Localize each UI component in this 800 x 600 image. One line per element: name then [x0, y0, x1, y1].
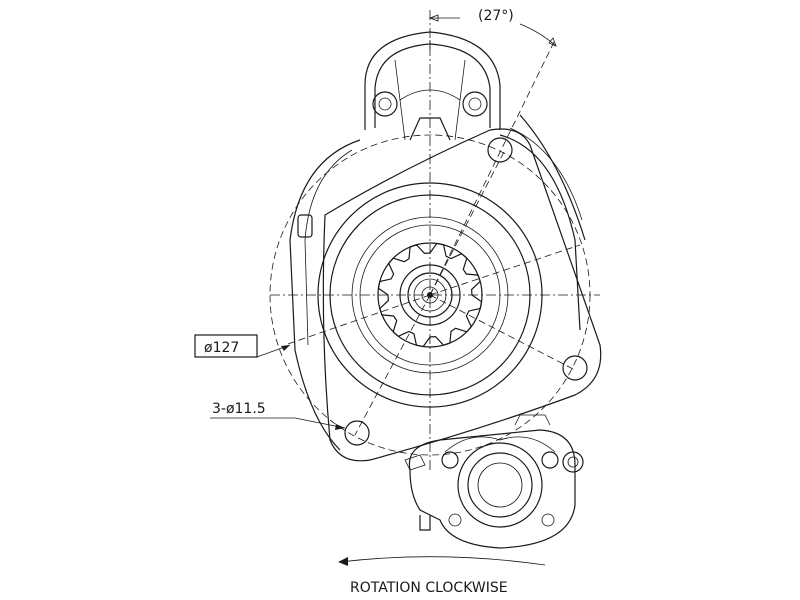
hole-dimension: 3-ø11.5: [210, 401, 346, 430]
diameter-dimension: ø127: [194, 334, 291, 358]
pitch-circle: [269, 134, 591, 456]
rotation-indicator: ROTATION CLOCKWISE: [338, 556, 546, 596]
bearing-rings: [317, 182, 543, 408]
diameter-label-box: [194, 334, 258, 358]
angle-line-27: [429, 39, 556, 296]
mount-hole-right: [562, 355, 588, 381]
bottom-terminal: [404, 414, 584, 549]
terminal-housing: [364, 31, 501, 141]
hole-label: 3-ø11.5: [212, 401, 266, 417]
rotation-arrow-icon: [338, 557, 348, 566]
mount-hole-left: [344, 420, 370, 446]
angle-label: (27°): [478, 8, 514, 24]
diameter-label: ø127: [204, 340, 239, 356]
mounting-flange: [322, 128, 602, 462]
rotation-label: ROTATION CLOCKWISE: [350, 580, 508, 596]
mount-hole-top: [487, 137, 513, 163]
pinion-gear: [377, 242, 483, 348]
angle-dimension: (27°): [428, 8, 557, 47]
housing-plug: [297, 214, 313, 238]
center-lines: [270, 10, 600, 470]
